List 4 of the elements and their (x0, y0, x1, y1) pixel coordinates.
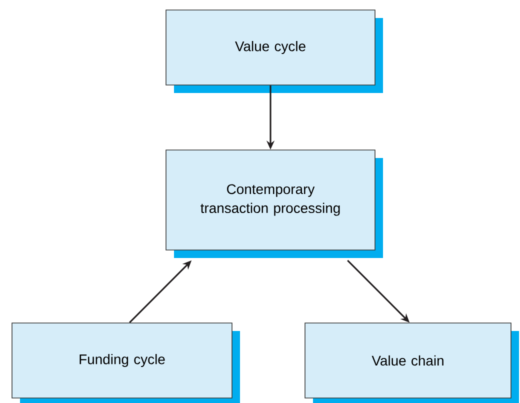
process-box: Value cycle (166, 10, 383, 93)
process-box: Value chain (304, 322, 519, 403)
process-box: Funding cycle (12, 322, 240, 403)
process-box: Contemporary transaction processing (166, 150, 383, 258)
